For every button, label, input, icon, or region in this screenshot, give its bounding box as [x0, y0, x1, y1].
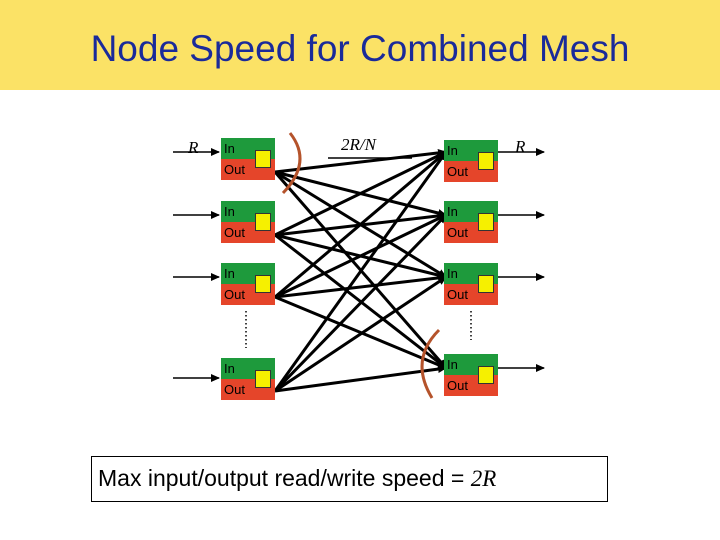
in-label: In: [224, 141, 235, 156]
buffer: [478, 213, 494, 231]
output-highlight-arc: [420, 328, 441, 399]
out-label: Out: [447, 378, 468, 393]
buffer: [478, 366, 494, 384]
in-label: In: [447, 357, 458, 372]
mesh-rate-label: 2R/N: [341, 135, 376, 154]
in-label: In: [447, 143, 458, 158]
buffer: [255, 370, 271, 388]
output-node-3: In Out: [444, 263, 498, 305]
link-3-3: [274, 273, 447, 299]
output-node-1: In Out: [444, 140, 498, 182]
in-label: In: [224, 204, 235, 219]
input-highlight-arc: [281, 132, 302, 195]
result-box: Max input/output read/write speed = 2R: [91, 456, 608, 502]
buffer: [478, 275, 494, 293]
result-value: 2R: [470, 466, 497, 491]
title-banner: [0, 0, 720, 90]
out-label: Out: [224, 382, 245, 397]
out-label: Out: [447, 225, 468, 240]
mesh-links: [273, 148, 448, 393]
out-label: Out: [224, 287, 245, 302]
link-3-2: [274, 213, 447, 299]
output-node-2: In Out: [444, 201, 498, 243]
input-node-3: In Out: [221, 263, 275, 305]
in-label: In: [224, 266, 235, 281]
out-label: Out: [447, 164, 468, 179]
input-node-2: In Out: [221, 201, 275, 243]
output-node-4: In Out: [444, 354, 498, 396]
out-label: Out: [224, 225, 245, 240]
link-3-1: [274, 150, 447, 299]
out-label: Out: [447, 287, 468, 302]
in-label: In: [447, 266, 458, 281]
link-4-2: [273, 213, 448, 393]
link-2-1: [274, 150, 447, 237]
in-label: In: [447, 204, 458, 219]
in-label: In: [224, 361, 235, 376]
link-4-4: [274, 365, 447, 393]
result-statement: Max input/output read/write speed =: [98, 465, 471, 491]
link-1-1: [274, 148, 447, 174]
input-rate-label: R: [188, 138, 199, 157]
output-rate-label: R: [515, 137, 526, 156]
out-label: Out: [224, 162, 245, 177]
input-node-1: In Out: [221, 138, 275, 180]
result-text: Max input/output read/write speed = 2R: [98, 465, 496, 492]
input-node-4: In Out: [221, 358, 275, 400]
buffer: [478, 152, 494, 170]
buffer: [255, 213, 271, 231]
page-title: Node Speed for Combined Mesh: [90, 28, 630, 69]
buffer: [255, 150, 271, 168]
buffer: [255, 275, 271, 293]
link-4-3: [274, 275, 447, 393]
link-4-1: [273, 151, 448, 392]
